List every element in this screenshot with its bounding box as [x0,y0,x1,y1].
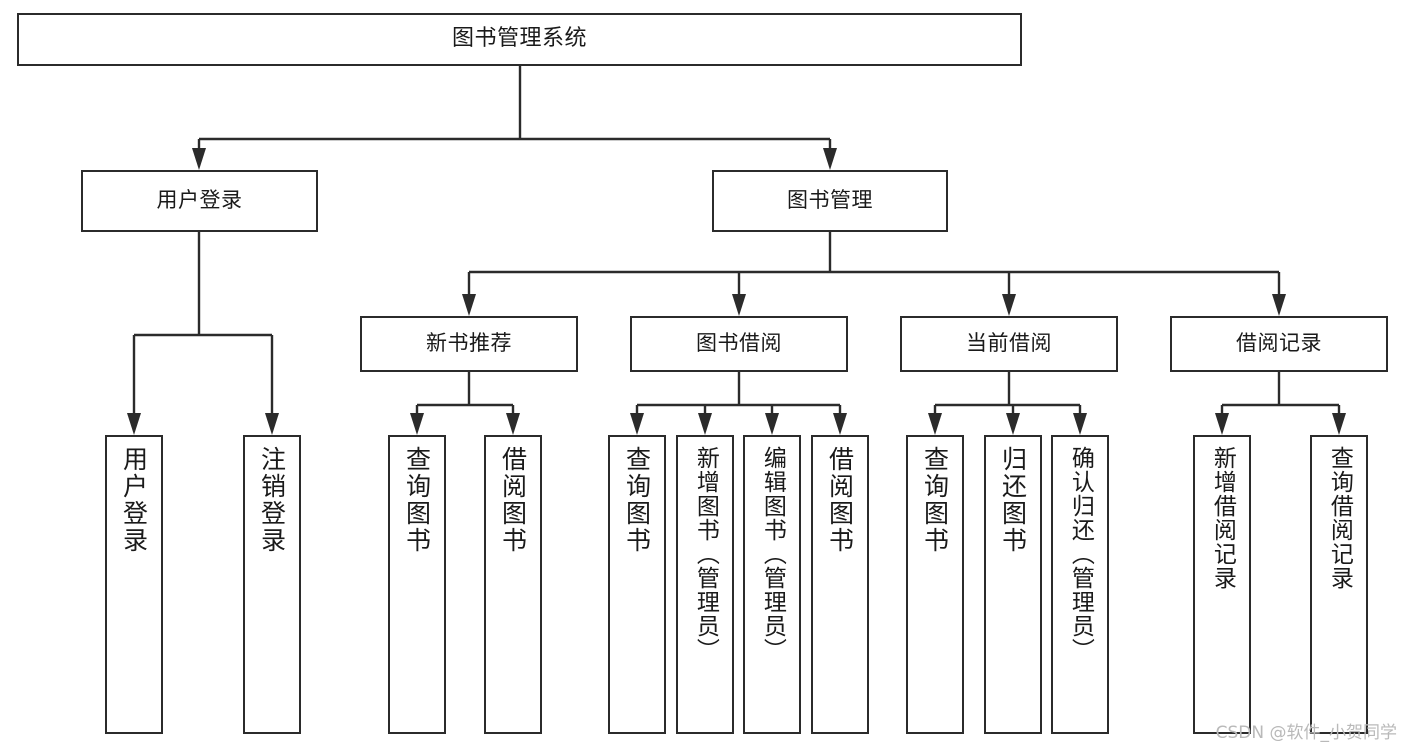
node-leaf-borrow-book-1[interactable]: 借阅图书 [484,435,542,734]
node-new-book-recommend[interactable]: 新书推荐 [360,316,578,372]
node-leaf-add-book-admin[interactable]: 新增图书（管理员） [676,435,734,734]
arrowhead-leaf-borrow-book-2 [833,413,847,435]
node-leaf-logout[interactable]: 注销登录 [243,435,301,734]
leaf-label: 查询借阅记录 [1326,446,1353,590]
arrowhead-new-book-rec [462,294,476,316]
leaf-label: 注销登录 [257,446,287,554]
node-leaf-query-borrow-record[interactable]: 查询借阅记录 [1310,435,1368,734]
leaf-label: 查询图书 [920,446,950,554]
arrowhead-user-login [192,148,206,170]
leaf-label: 确认归还（管理员） [1067,446,1094,662]
node-leaf-query-book-1[interactable]: 查询图书 [388,435,446,734]
node-leaf-add-borrow-record[interactable]: 新增借阅记录 [1193,435,1251,734]
arrowhead-leaf-borrow-book-1 [506,413,520,435]
arrowhead-leaf-query-book-2 [630,413,644,435]
node-leaf-return-book[interactable]: 归还图书 [984,435,1042,734]
leaf-label: 归还图书 [998,446,1028,554]
leaf-label: 查询图书 [622,446,652,554]
arrowhead-book-borrow [732,294,746,316]
leaf-label: 新增图书（管理员） [692,446,719,662]
arrowhead-leaf-user-login [127,413,141,435]
arrowhead-leaf-logout [265,413,279,435]
node-leaf-borrow-book-2[interactable]: 借阅图书 [811,435,869,734]
arrowhead-leaf-edit-book [765,413,779,435]
arrowhead-leaf-return-book [1006,413,1020,435]
arrowhead-leaf-confirm-ret [1073,413,1087,435]
arrowhead-leaf-add-record [1215,413,1229,435]
arrowhead-current-borrow [1002,294,1016,316]
node-leaf-user-login[interactable]: 用户登录 [105,435,163,734]
node-user-login[interactable]: 用户登录 [81,170,318,232]
leaf-label: 借阅图书 [825,446,855,554]
node-current-borrow[interactable]: 当前借阅 [900,316,1118,372]
leaf-label: 借阅图书 [498,446,528,554]
leaf-label: 新增借阅记录 [1209,446,1236,590]
leaf-label: 编辑图书（管理员） [759,446,786,662]
csdn-watermark: CSDN @软件_小贺同学 [1215,723,1397,743]
arrowhead-borrow-record [1272,294,1286,316]
arrowhead-leaf-query-record [1332,413,1346,435]
node-leaf-query-book-2[interactable]: 查询图书 [608,435,666,734]
arrowhead-leaf-query-book-3 [928,413,942,435]
arrowhead-leaf-query-book-1 [410,413,424,435]
arrowhead-book-manage [823,148,837,170]
leaf-label: 查询图书 [402,446,432,554]
node-book-borrow[interactable]: 图书借阅 [630,316,848,372]
leaf-label: 用户登录 [119,446,149,554]
node-root-system[interactable]: 图书管理系统 [17,13,1022,66]
node-borrow-record[interactable]: 借阅记录 [1170,316,1388,372]
node-book-manage[interactable]: 图书管理 [712,170,948,232]
node-leaf-edit-book-admin[interactable]: 编辑图书（管理员） [743,435,801,734]
node-leaf-confirm-return-admin[interactable]: 确认归还（管理员） [1051,435,1109,734]
arrowhead-leaf-add-book [698,413,712,435]
node-leaf-query-book-3[interactable]: 查询图书 [906,435,964,734]
